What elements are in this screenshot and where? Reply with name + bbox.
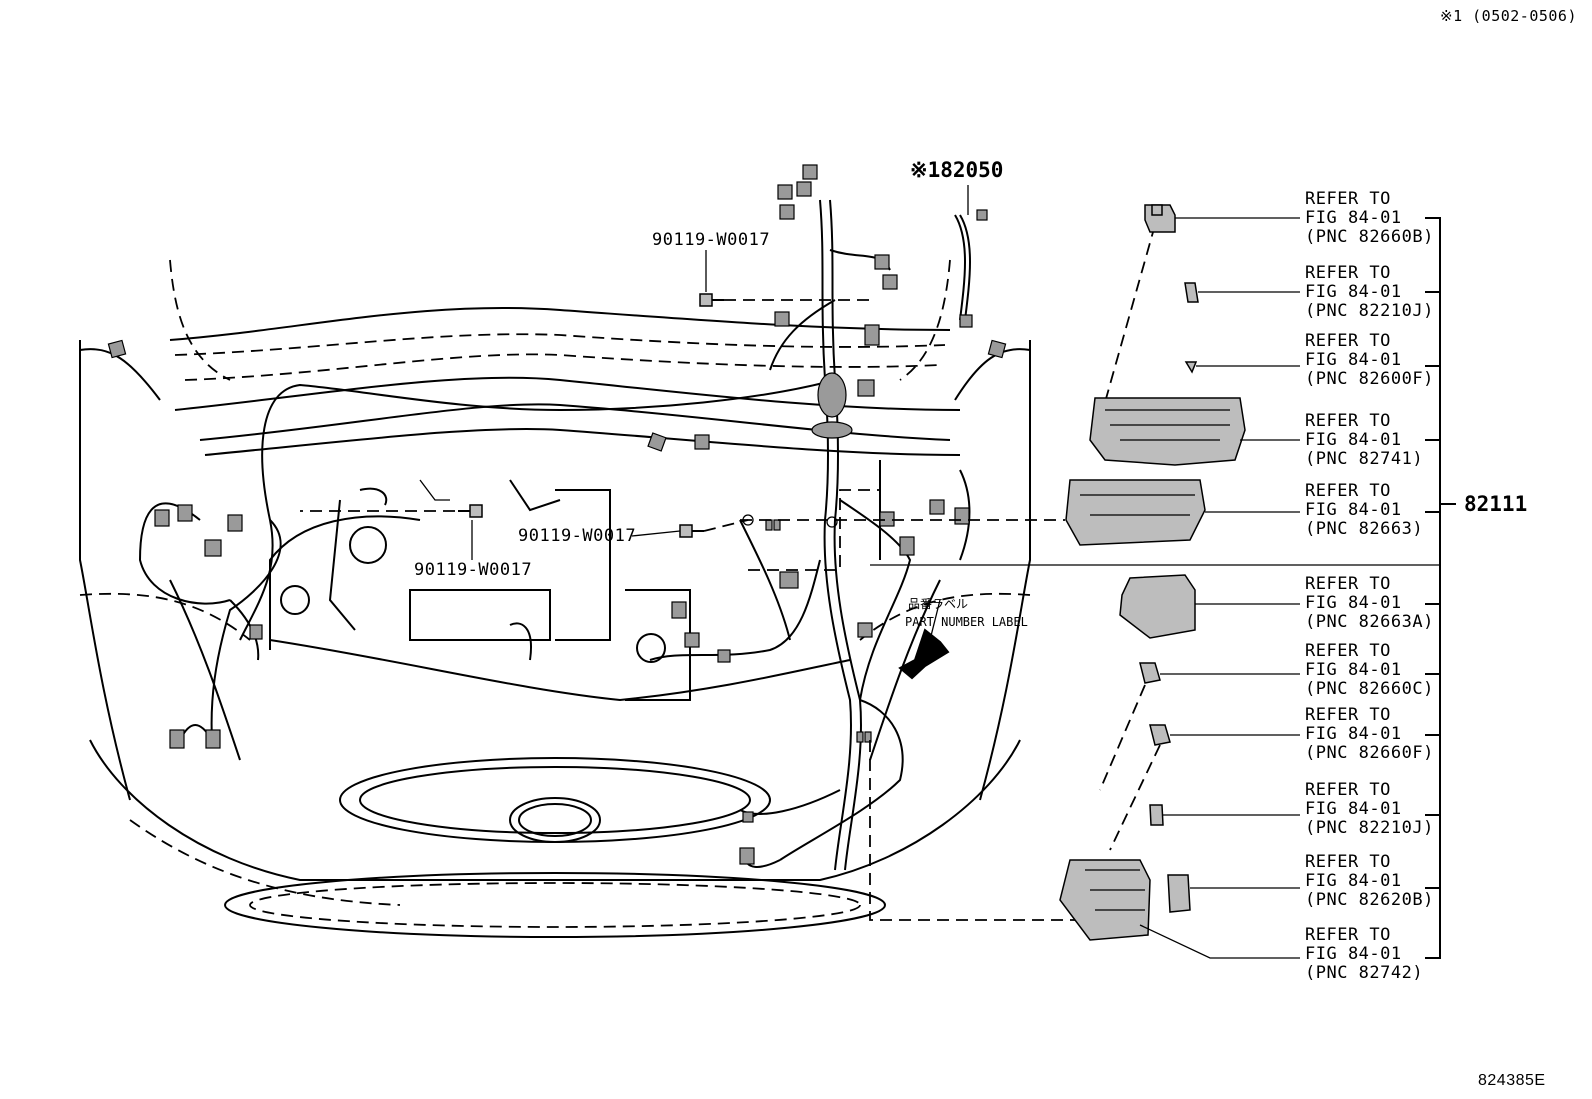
connector-82620b-icon — [1167, 874, 1191, 913]
connector-82660c-icon — [1139, 662, 1161, 684]
connector-82210j-icon — [1184, 282, 1199, 303]
part-label-arrow — [898, 628, 950, 680]
relay-block-82741-icon — [1089, 397, 1246, 466]
group-bracket — [1425, 217, 1456, 959]
bolt-icons — [458, 293, 724, 538]
part-label-en: PART NUMBER LABEL — [905, 615, 1028, 629]
box-82663a-icon — [1119, 574, 1196, 639]
connector-82660f-icon — [1149, 724, 1171, 746]
connector-82210j-lower-icon — [1149, 804, 1164, 826]
junction-block-82663-icon — [1065, 479, 1206, 546]
callout-82050: ※182050 — [910, 158, 1004, 182]
clip-82600f-icon — [1184, 361, 1198, 374]
part-label-jp: 品番ラベル — [908, 597, 969, 611]
vehicle-front-outline — [79, 259, 1031, 938]
callout-bolt-upper: 90119-W0017 — [652, 230, 771, 250]
component-icons — [1059, 204, 1246, 941]
callout-bolt-lower: 90119-W0017 — [414, 560, 533, 580]
block-82742-icon — [1059, 859, 1151, 941]
callout-bolt-mid: 90119-W0017 — [518, 526, 637, 546]
engine-wire-harness — [107, 164, 1007, 871]
refer-leaders — [1139, 217, 1300, 959]
drawing-id: 824385E — [1478, 1072, 1546, 1089]
callout-leaders — [300, 185, 1440, 921]
callout-82111: 82111 — [1464, 492, 1528, 516]
corner-note: ※1 (0502-0506) — [1440, 7, 1577, 25]
